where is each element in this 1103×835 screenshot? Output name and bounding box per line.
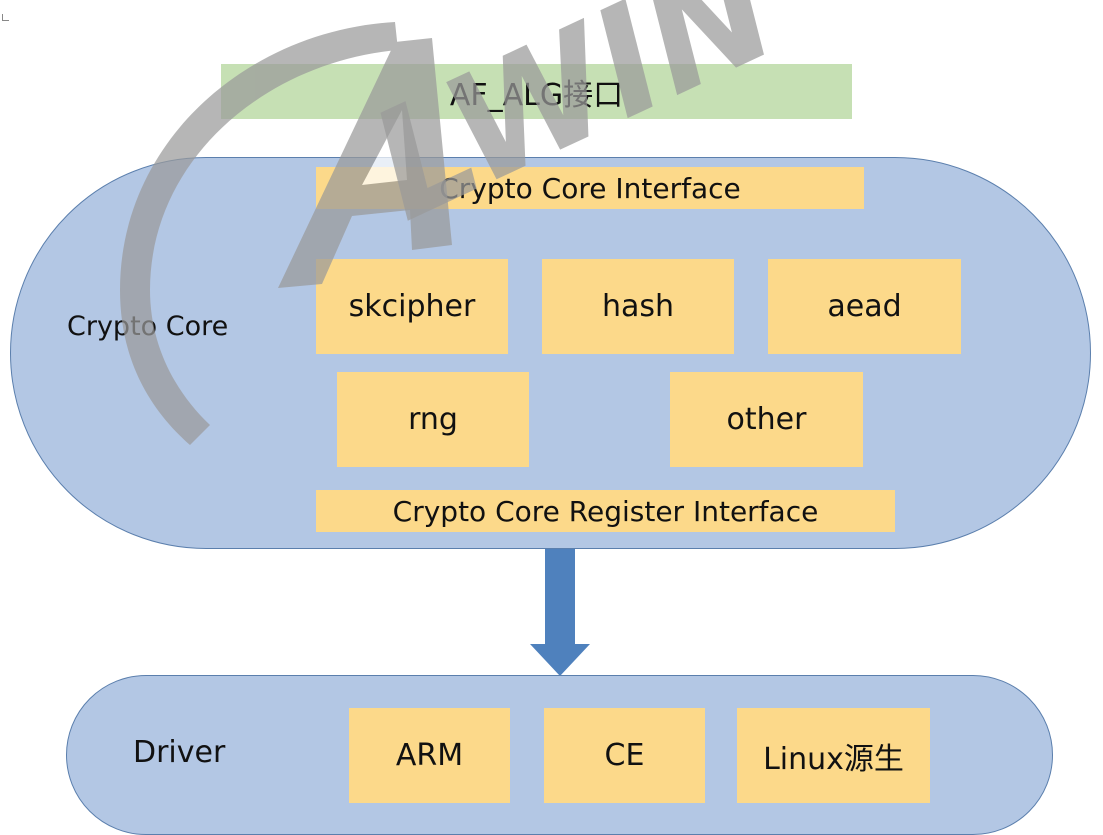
driver-module-ce: CE [544,708,705,803]
down-arrow [530,549,590,676]
driver-label: Driver [133,735,226,770]
driver-module-arm-label: ARM [395,738,464,773]
module-other-label: other [726,402,807,437]
module-skcipher: skcipher [316,259,508,354]
driver-module-arm: ARM [349,708,510,803]
driver-module-linux: Linux源生 [737,708,930,803]
crypto-core-register-interface-label: Crypto Core Register Interface [392,494,819,528]
module-aead: aead [768,259,961,354]
module-rng: rng [337,372,529,467]
af-alg-interface-box: AF_ALG接口 [221,64,852,119]
crypto-core-interface-box: Crypto Core Interface [316,167,864,209]
module-aead-label: aead [827,289,902,324]
crypto-core-register-interface-box: Crypto Core Register Interface [316,490,895,532]
module-rng-label: rng [408,402,458,437]
module-hash-label: hash [601,289,675,324]
down-arrow-head [530,644,590,676]
module-other: other [670,372,863,467]
af-alg-interface-label: AF_ALG接口 [449,77,624,113]
module-skcipher-label: skcipher [348,289,476,324]
crypto-core-interface-label: Crypto Core Interface [439,171,741,205]
module-hash: hash [542,259,734,354]
driver-module-ce-label: CE [604,738,645,773]
down-arrow-shaft [545,549,575,645]
corner-mark [2,14,9,21]
driver-module-linux-label: Linux源生 [763,741,904,777]
crypto-core-label: Crypto Core [67,311,229,342]
